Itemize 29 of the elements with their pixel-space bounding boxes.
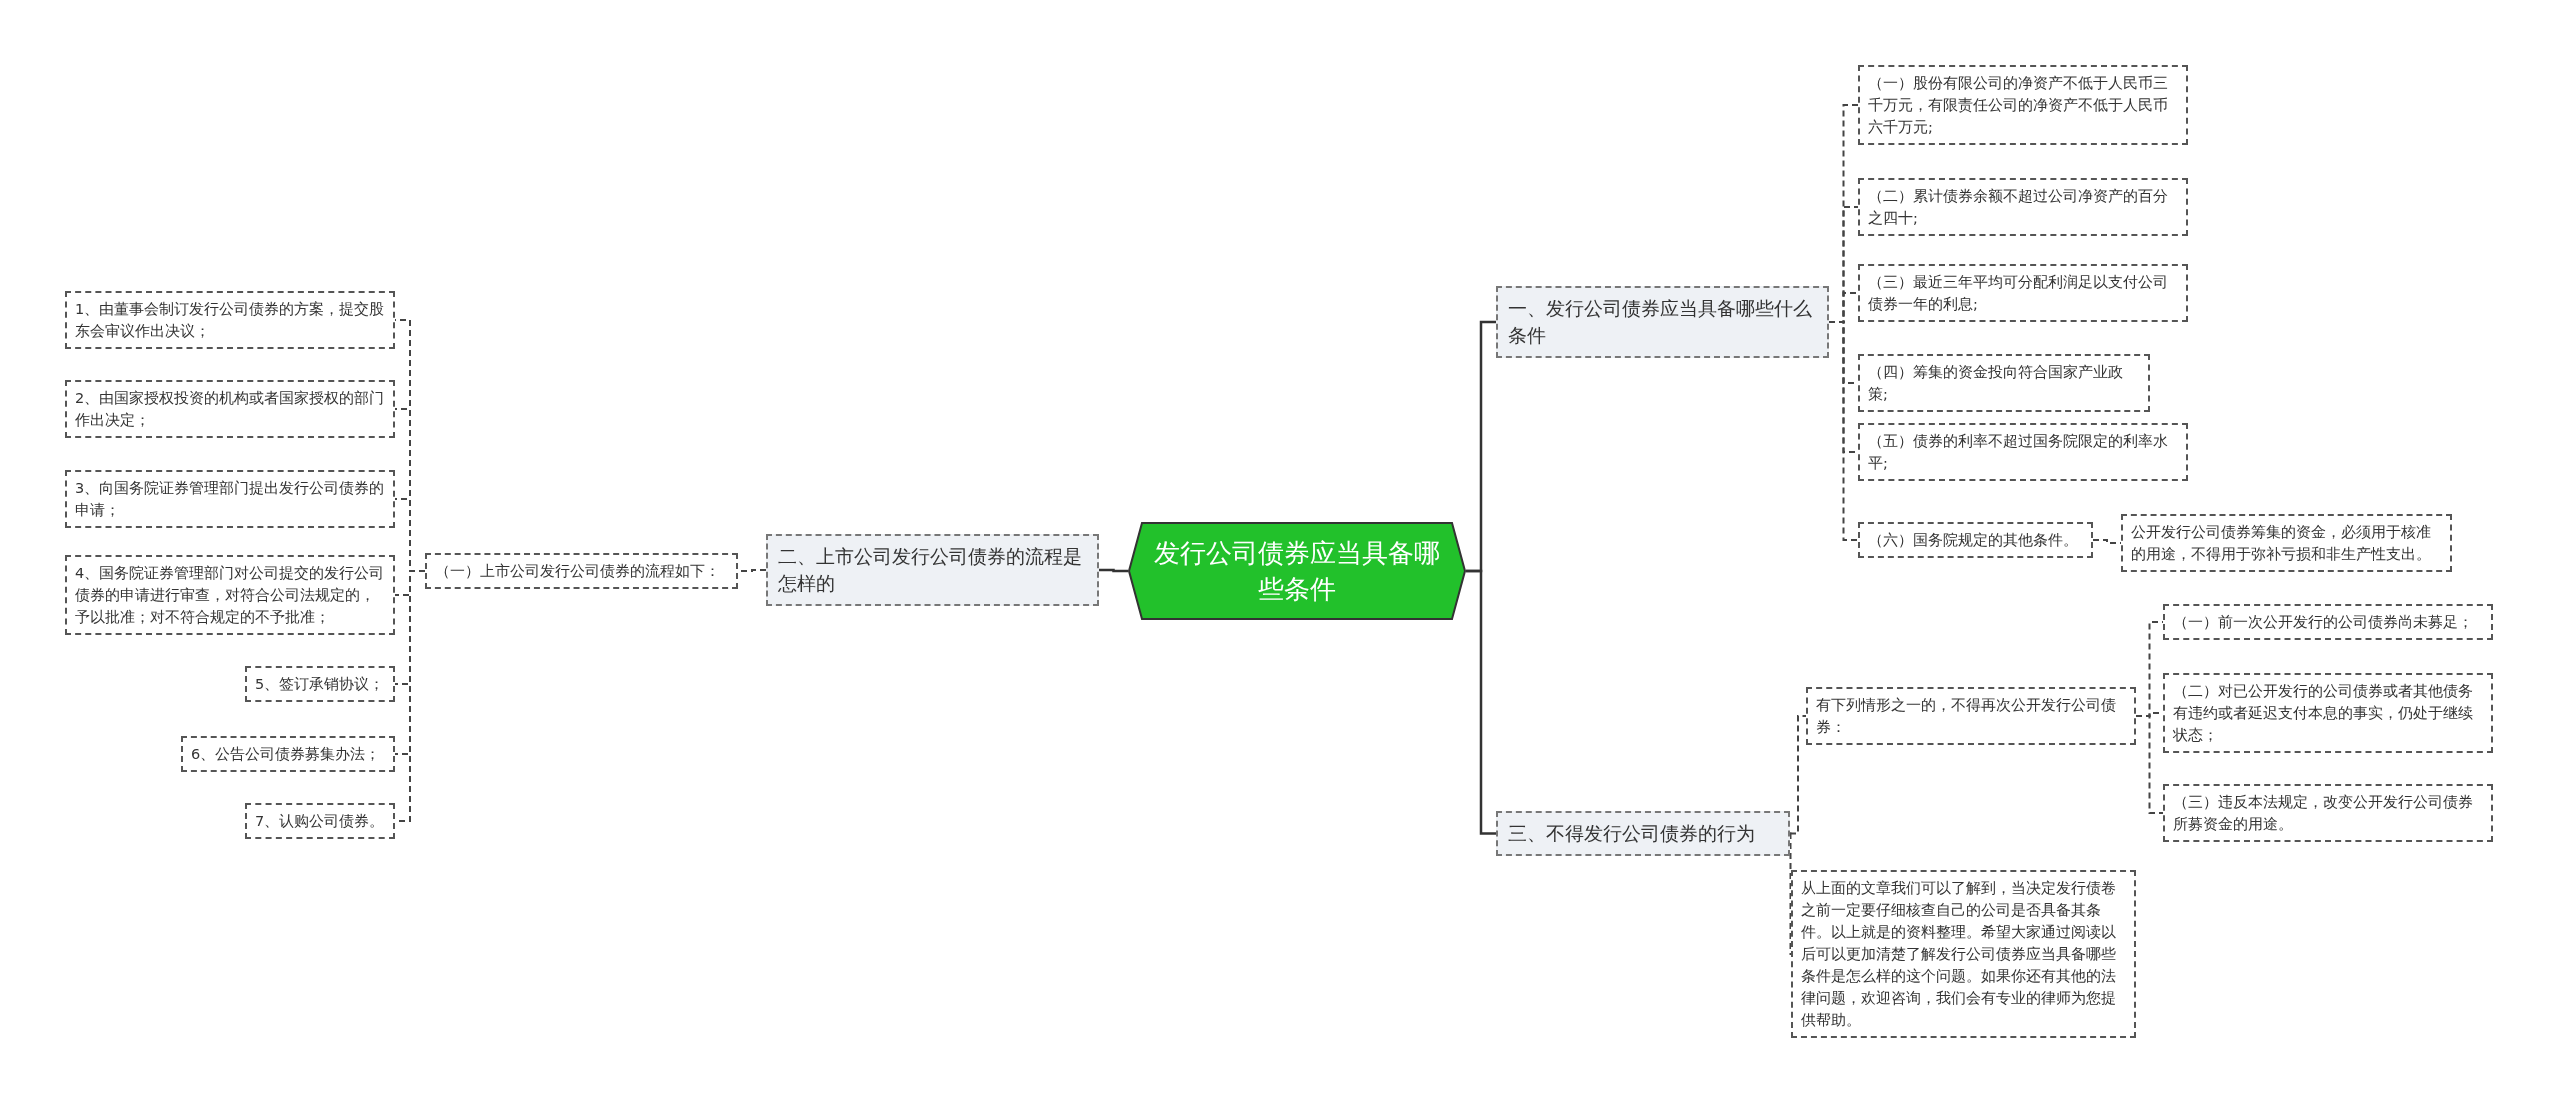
subtopic-box: 从上面的文章我们可以了解到，当决定发行债卷之前一定要仔细核查自己的公司是否具备其条件。以上就是的资料整理。希望大家通过阅读以后可以更加清楚了解发行公司债券应当具备哪些条件是怎么样的这个问题。如果你还有其他的法律问题，欢迎咨询，我们会有专业的律师为您提供帮助。 xyxy=(1791,870,2136,1038)
subtopic-box: （一）股份有限公司的净资产不低于人民币三千万元，有限责任公司的净资产不低于人民币六千万元; xyxy=(1858,65,2188,145)
subtopic-box: 1、由董事会制订发行公司债券的方案，提交股东会审议作出决议； xyxy=(65,291,395,349)
topic-box: 三、不得发行公司债券的行为 xyxy=(1496,811,1790,856)
subtopic-box: （二）累计债券余额不超过公司净资产的百分之四十; xyxy=(1858,178,2188,236)
connector-line xyxy=(1828,321,1859,541)
subtopic-box: 5、签订承销协议； xyxy=(245,666,395,702)
subtopic-box: 公开发行公司债券筹集的资金，必须用于核准的用途，不得用于弥补亏损和非生产性支出。 xyxy=(2121,514,2452,572)
connector-line xyxy=(1789,715,1807,835)
subtopic-box: 6、公告公司债券募集办法； xyxy=(181,736,395,772)
subtopic-box: （六）国务院规定的其他条件。 xyxy=(1858,522,2093,558)
subtopic-box: （一）上市公司发行公司债券的流程如下： xyxy=(425,553,738,589)
subtopic-box: 3、向国务院证券管理部门提出发行公司债券的申请； xyxy=(65,470,395,528)
subtopic-box: （四）筹集的资金投向符合国家产业政策; xyxy=(1858,354,2150,412)
subtopic-box: （三）违反本法规定，改变公开发行公司债券所募资金的用途。 xyxy=(2163,784,2493,842)
subtopic-box: （三）最近三年平均可分配利润足以支付公司债券一年的利息; xyxy=(1858,264,2188,322)
subtopic-box: 7、认购公司债券。 xyxy=(245,803,395,839)
subtopic-box: （五）债券的利率不超过国务院限定的利率水平; xyxy=(1858,423,2188,481)
subtopic-box: 2、由国家授权投资的机构或者国家授权的部门作出决定； xyxy=(65,380,395,438)
subtopic-box: 有下列情形之一的，不得再次公开发行公司债券： xyxy=(1806,687,2136,745)
connector-line xyxy=(2135,715,2164,814)
subtopic-box: 4、国务院证券管理部门对公司提交的发行公司债券的申请进行审查，对符合公司法规定的，予以批准；对不符合规定的不予批准； xyxy=(65,555,395,635)
subtopic-box: （一）前一次公开发行的公司债券尚未募足； xyxy=(2163,604,2493,640)
topic-box: 二、上市公司发行公司债券的流程是怎样的 xyxy=(766,534,1099,606)
connector-line xyxy=(1466,569,1496,835)
central-topic: 发行公司债券应当具备哪些条件 xyxy=(1128,522,1466,620)
topic-box: 一、发行公司债券应当具备哪些什么条件 xyxy=(1496,286,1829,358)
subtopic-box: （二）对已公开发行的公司债券或者其他债务有违约或者延迟支付本息的事实，仍处于继续状态； xyxy=(2163,673,2493,753)
connector-line xyxy=(1099,568,1128,573)
